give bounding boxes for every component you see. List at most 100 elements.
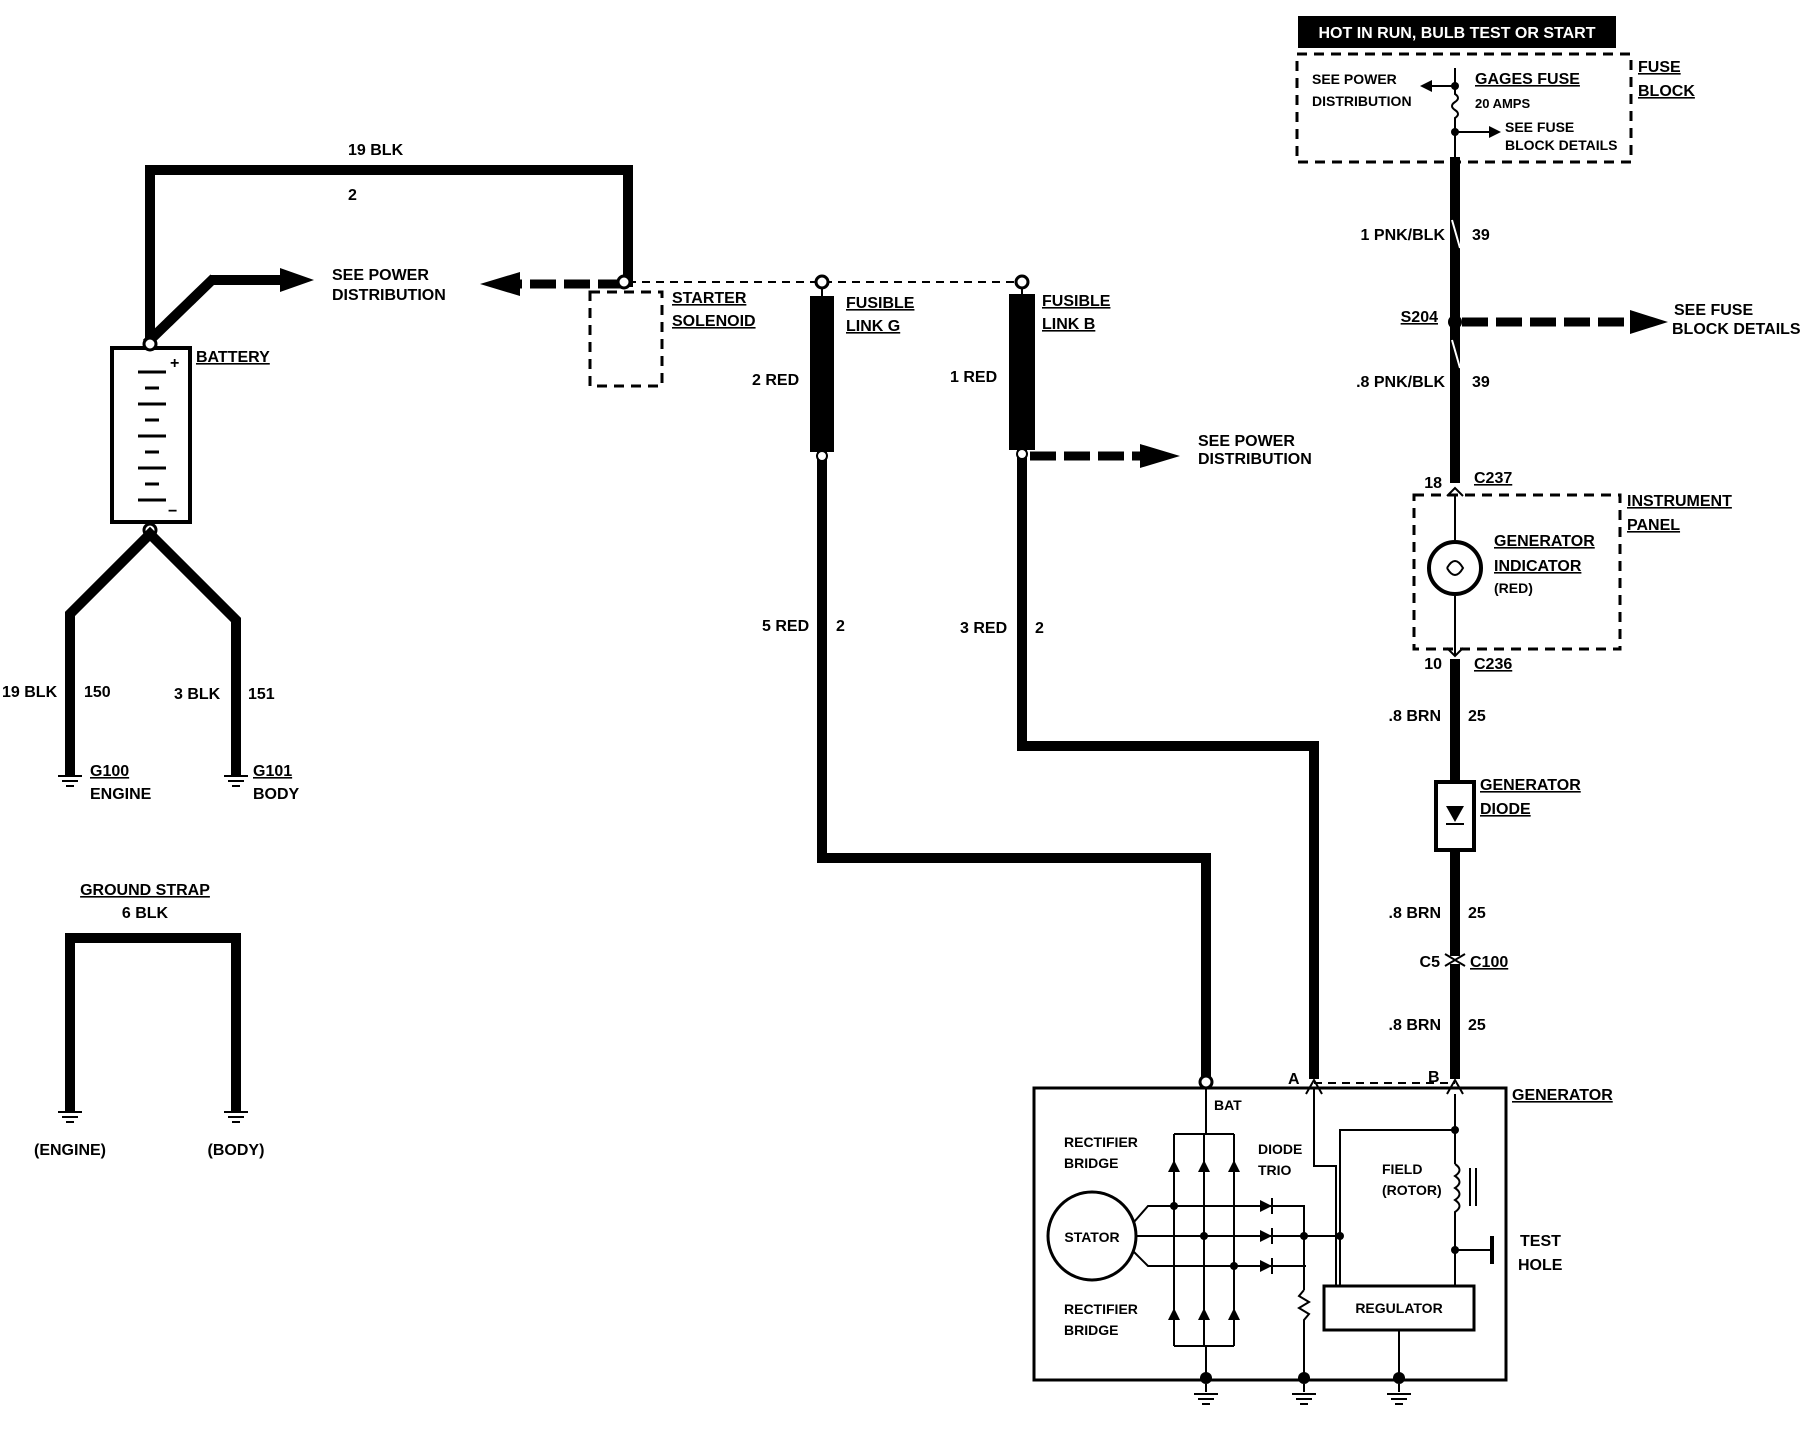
g101-wire: 3 BLK [174,686,221,703]
strap-body-ground-icon [223,1111,249,1123]
ground-strap [65,933,241,1111]
wire-stripe-2 [1451,339,1461,369]
w2-circuit: 39 [1472,374,1490,391]
ground-strap-right: (BODY) [208,1142,265,1159]
gen-ground-icon-2 [1291,1393,1317,1405]
battery-see-power-arrow [280,268,314,292]
c237-code: C237 [1474,470,1512,487]
rect-bottom-2: BRIDGE [1064,1322,1118,1338]
test-hole-2: HOLE [1518,1257,1563,1274]
generator-title: GENERATOR [1512,1087,1613,1104]
field-1: FIELD [1382,1161,1422,1177]
battery-wire-19blk [145,165,633,349]
see-power-left-1: SEE POWER [332,267,429,284]
starter-solenoid-box [588,290,664,388]
fusible-b-wire-bottom: 3 RED [960,620,1007,637]
battery-wire-color: 19 BLK [348,142,404,159]
generator-grounds [1200,1372,1405,1384]
instrument-panel-box [1412,493,1622,651]
generator-indicator-bulb [1427,540,1483,596]
ground-strap-left: (ENGINE) [34,1142,106,1159]
battery-see-power-wire [142,275,285,348]
fuse-node-bottom [1451,128,1459,136]
c236-code: C236 [1474,656,1512,673]
g100-ground-icon [57,775,83,787]
rect-top-2: BRIDGE [1064,1155,1118,1171]
w1-wire: 1 PNK/BLK [1361,227,1446,244]
rect-bottom-1: RECTIFIER [1064,1301,1138,1317]
field-circuit [1313,1088,1494,1290]
w3-wire: .8 BRN [1389,708,1441,725]
g101-name: BODY [253,786,300,803]
gen-ground-icon-3 [1386,1393,1412,1405]
term-b-arrow [1446,1077,1464,1095]
g100-code: G100 [90,763,129,780]
stator-leads [1133,1205,1306,1267]
bat-label: BAT [1214,1097,1242,1113]
diode-trio [1260,1198,1273,1274]
generator-box [1032,1086,1508,1382]
diode-label-2: DIODE [1480,801,1531,818]
wire-stripe-1 [1451,219,1461,249]
fusible-g-wire-bottom: 5 RED [762,618,809,635]
fusible-g-terminal [814,274,830,290]
see-power-left-2: DISTRIBUTION [332,287,446,304]
ip-label-2: PANEL [1627,517,1680,534]
bridge-nodes [1170,1202,1238,1270]
fusible-b-terminal [1014,274,1030,290]
diode-icon [1446,806,1464,822]
g100-name: ENGINE [90,786,152,803]
trio-node [1300,1232,1308,1240]
fusible-link-g [810,296,834,452]
g101-ground-icon [223,775,249,787]
starter-label-1: STARTER [672,290,747,307]
wire-5-red [817,451,1211,1079]
rectifier-diodes [1168,1160,1240,1320]
mid-see-power-arrow [1140,444,1180,468]
w4-circuit: 25 [1468,905,1486,922]
battery-pos-terminal [142,336,158,352]
c100-connector-bottom [1444,958,1466,967]
battery-minus: − [168,503,177,520]
c237-connector [1446,486,1464,497]
splice-s204 [1448,315,1462,329]
diode-label-1: GENERATOR [1480,777,1581,794]
battery-cells [138,370,166,502]
c100-pin: C5 [1420,954,1441,971]
see-fuse-1: SEE FUSE [1674,302,1753,319]
w5-wire: .8 BRN [1389,1017,1441,1034]
fusible-link-b [1009,294,1035,450]
g100-wire: 19 BLK [2,684,58,701]
fusible-b-circuit: 2 [1035,620,1044,637]
battery-wire-circuit: 2 [348,187,357,204]
w2-wire: .8 PNK/BLK [1356,374,1445,391]
ground-wire-g100 [65,526,158,775]
s204-see-fuse-arrow [1630,310,1668,334]
w3-circuit: 25 [1468,708,1486,725]
field-2: (ROTOR) [1382,1182,1442,1198]
ground-strap-wire: 6 BLK [122,905,169,922]
term-a: A [1288,1071,1300,1088]
strap-engine-ground-icon [57,1111,83,1123]
fusible-g-bottom-terminal [816,450,828,462]
ip-label-1: INSTRUMENT [1627,493,1732,510]
fuse-see-details-line1: SEE FUSE [1505,119,1574,135]
hot-label: HOT IN RUN, BULB TEST OR START [1318,25,1595,42]
c236-connector [1446,647,1464,658]
stator-label: STATOR [1064,1229,1119,1245]
ground-wire-g101 [142,526,241,775]
g101-code: G101 [253,763,292,780]
field-node-top [1451,1126,1459,1134]
see-fuse-2: BLOCK DETAILS [1672,321,1801,338]
g101-circuit: 151 [248,686,275,703]
fusible-g-circuit: 2 [836,618,845,635]
c236-pin: 10 [1424,656,1442,673]
w4-wire: .8 BRN [1389,905,1441,922]
battery-plus: + [170,355,179,372]
diode-trio-2: TRIO [1258,1162,1292,1178]
fuse-block-title-1: FUSE [1638,59,1681,76]
trio-output [1272,1205,1340,1376]
fuse-symbol [1451,68,1459,162]
bulb-filament [1446,560,1465,576]
regulator-label: REGULATOR [1355,1300,1442,1316]
